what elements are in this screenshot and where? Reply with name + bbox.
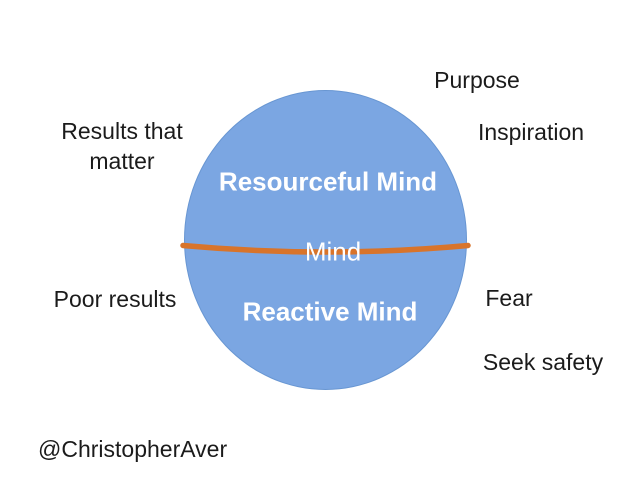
results-that-matter-line1: Results that: [61, 118, 183, 144]
results-that-matter-label: Results that matter: [61, 116, 182, 176]
poor-results-label: Poor results: [53, 286, 177, 313]
author-handle-label: @ChristopherAver: [38, 436, 228, 462]
resourceful-mind-label: Resourceful Mind: [218, 166, 438, 197]
purpose-label: Purpose: [434, 67, 520, 94]
inspiration-label: Inspiration: [477, 119, 585, 146]
reactive-mind-label: Reactive Mind: [242, 296, 418, 327]
results-that-matter-line2: matter: [89, 148, 155, 174]
mind-label: Mind: [304, 236, 362, 267]
seek-safety-label: Seek safety: [482, 349, 604, 376]
fear-label: Fear: [485, 285, 533, 312]
mind-circle: [184, 90, 467, 390]
